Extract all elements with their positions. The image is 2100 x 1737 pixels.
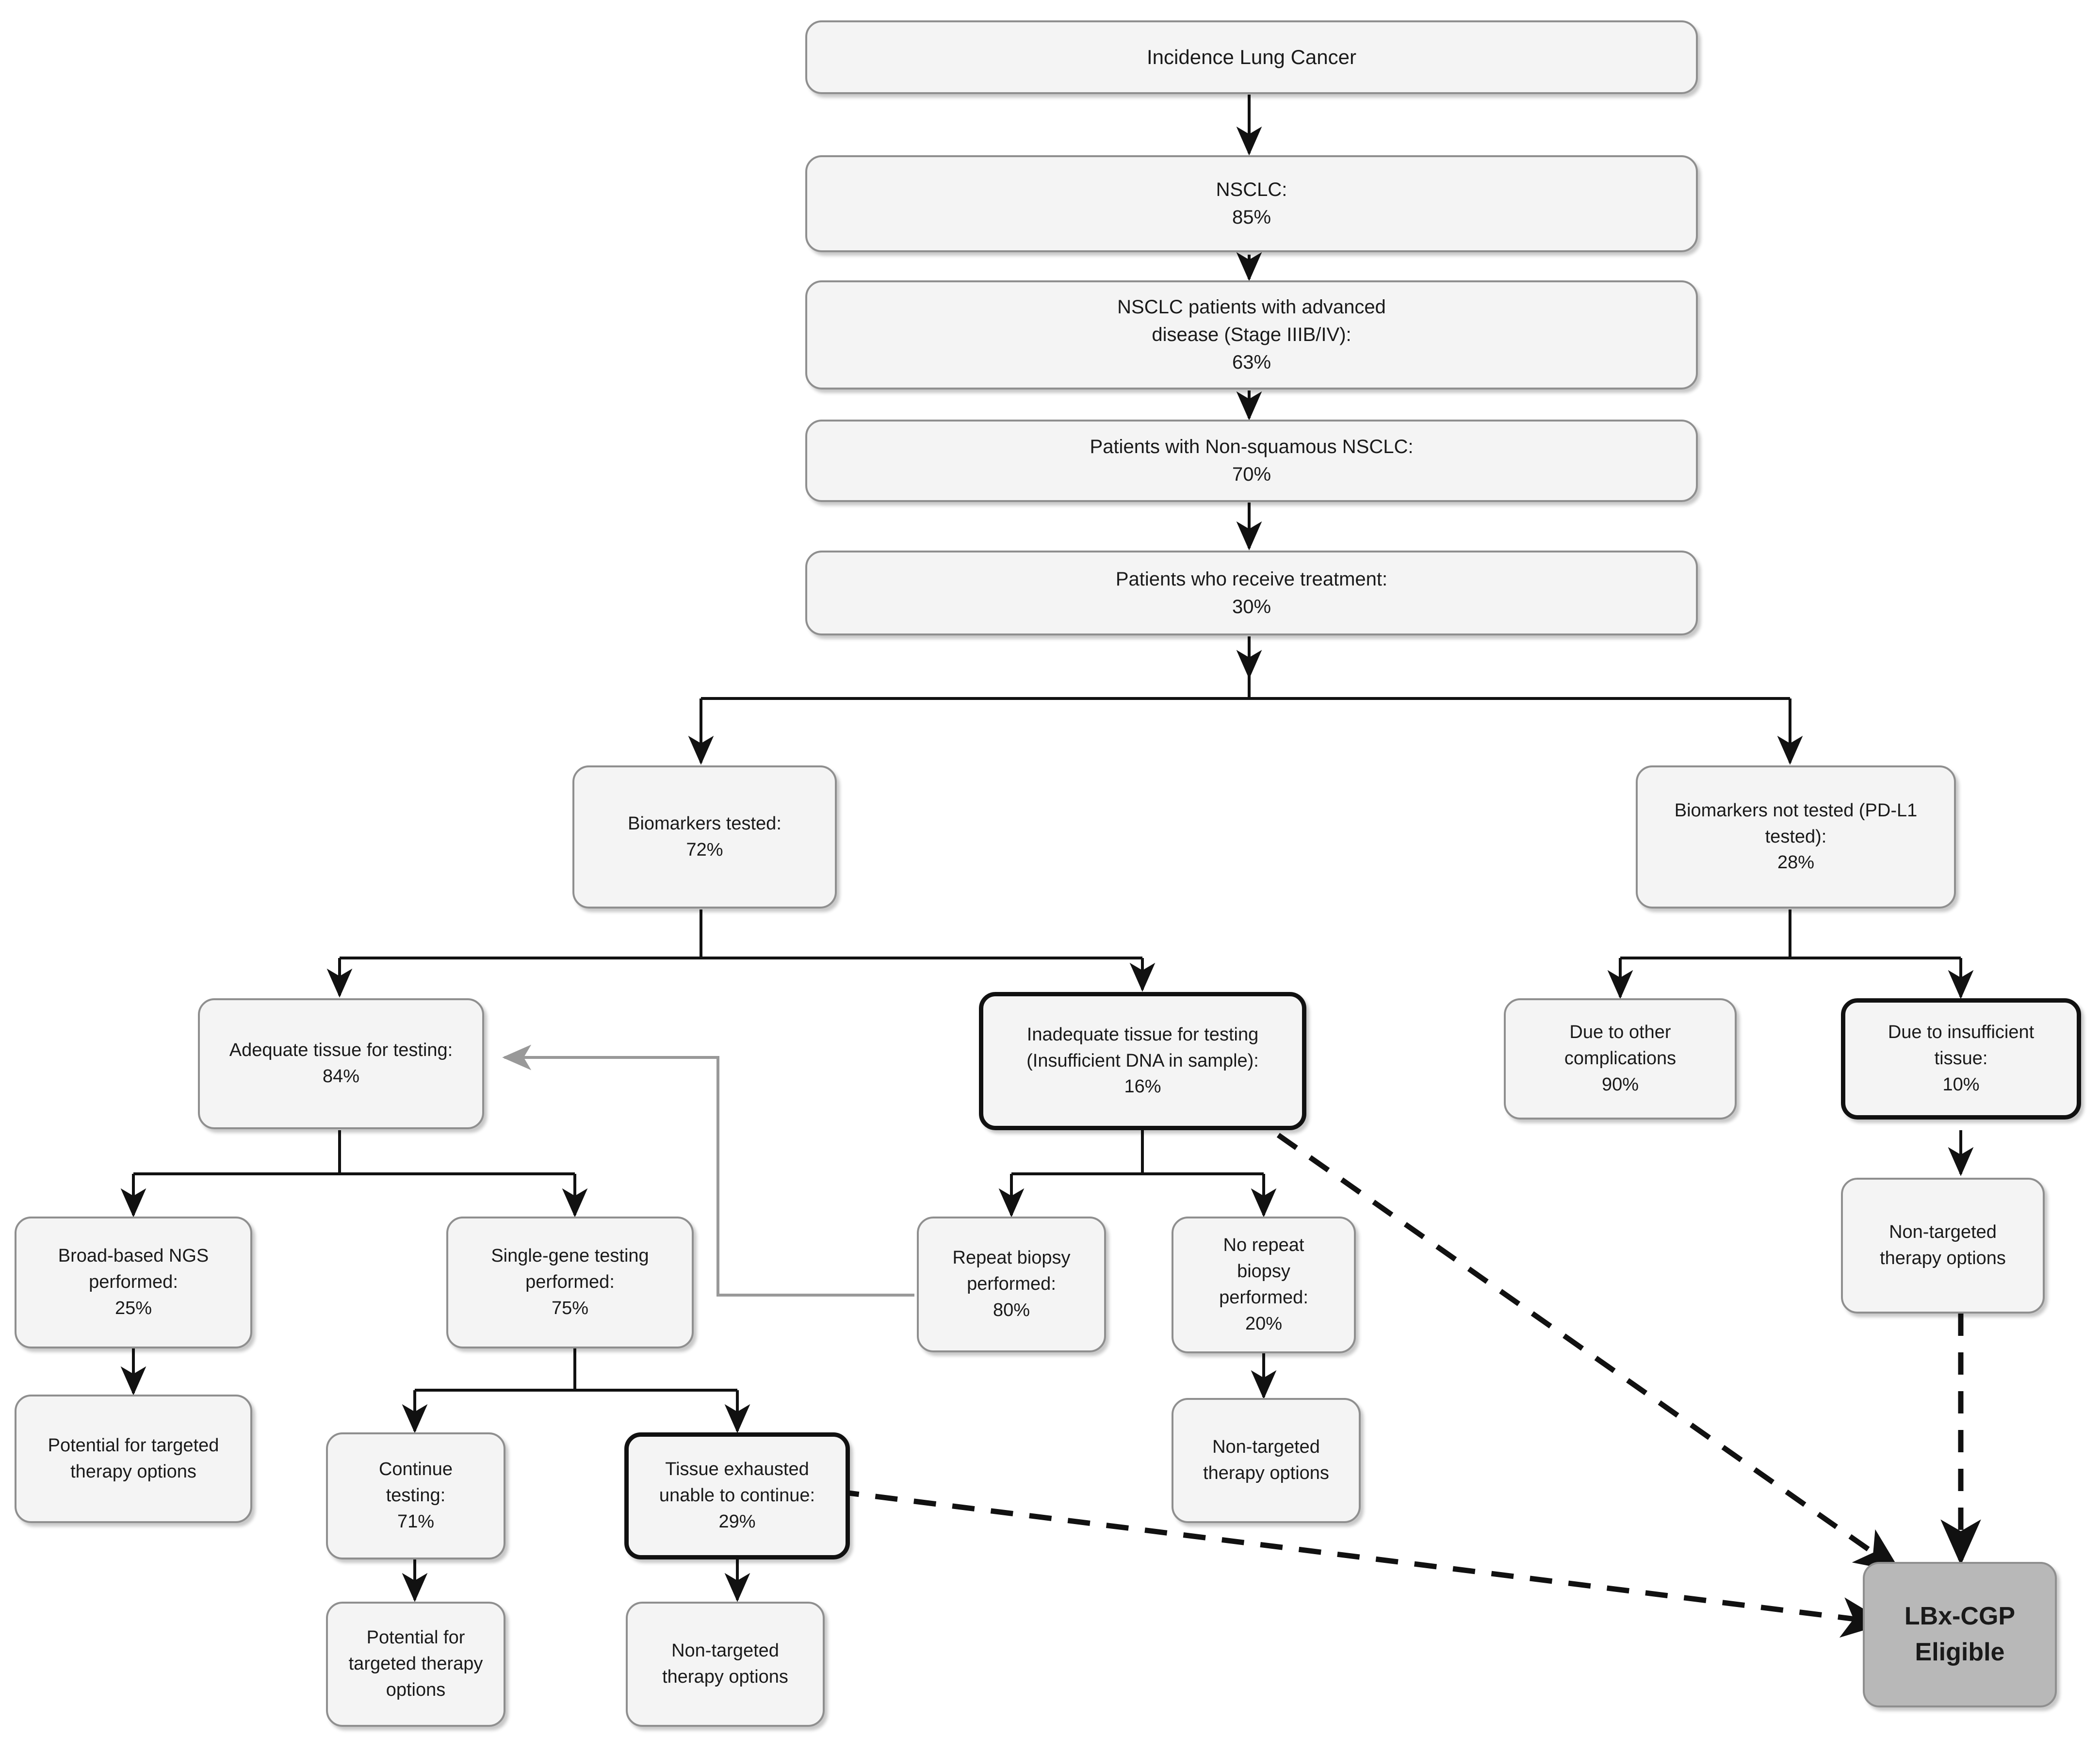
node-label: Tissue exhausted unable to continue: 29% [659, 1459, 815, 1532]
node-label: Continue testing: 71% [378, 1459, 453, 1532]
node-label: Adequate tissue for testing: 84% [229, 1040, 453, 1087]
node-label: NSCLC patients with advanced disease (St… [1117, 296, 1386, 373]
node-lbx-cgp-eligible[interactable]: LBx-CGP Eligible [1863, 1562, 2057, 1707]
node-label: Inadequate tissue for testing (Insuffici… [1026, 1024, 1259, 1097]
node-label: Biomarkers tested: 72% [628, 813, 781, 860]
split-biomarkers-not-tested [1607, 909, 1974, 999]
node-label: Potential for targeted therapy options [48, 1435, 219, 1482]
node-label: Patients who receive treatment: 30% [1115, 568, 1388, 617]
node-biomarkers-not-tested[interactable]: Biomarkers not tested (PD-L1 tested): 28… [1636, 765, 1956, 909]
node-continue-testing[interactable]: Continue testing: 71% [326, 1432, 505, 1559]
node-receive-treatment[interactable]: Patients who receive treatment: 30% [805, 551, 1698, 635]
node-no-repeat-biopsy[interactable]: No repeat biopsy performed: 20% [1172, 1217, 1356, 1353]
node-exhausted-non-targeted[interactable]: Non-targeted therapy options [626, 1602, 825, 1727]
leaf-edges [120, 1130, 1974, 1602]
node-label: Incidence Lung Cancer [1147, 46, 1356, 69]
node-label: Repeat biopsy performed: 80% [952, 1248, 1071, 1320]
split-inadequate [998, 1130, 1277, 1218]
node-no-repeat-non-targeted[interactable]: Non-targeted therapy options [1172, 1398, 1361, 1523]
node-label: Single-gene testing performed: 75% [491, 1246, 649, 1318]
node-broad-based-ngs[interactable]: Broad-based NGS performed: 25% [15, 1217, 252, 1348]
node-continue-potential-targeted[interactable]: Potential for targeted therapy options [326, 1602, 505, 1727]
node-incidence-lung-cancer[interactable]: Incidence Lung Cancer [805, 20, 1698, 94]
node-label: Broad-based NGS performed: 25% [58, 1246, 209, 1318]
node-inadequate-tissue[interactable]: Inadequate tissue for testing (Insuffici… [979, 992, 1306, 1130]
node-tissue-exhausted[interactable]: Tissue exhausted unable to continue: 29% [624, 1432, 850, 1559]
feedback-edge [502, 1044, 914, 1297]
split-single-gene [402, 1348, 750, 1433]
node-single-gene-testing[interactable]: Single-gene testing performed: 75% [446, 1217, 694, 1348]
node-nsclc-advanced[interactable]: NSCLC patients with advanced disease (St… [805, 280, 1698, 390]
split-treatment [688, 636, 1803, 765]
node-label: Non-targeted therapy options [1203, 1437, 1329, 1483]
node-label: Non-targeted therapy options [662, 1640, 788, 1687]
node-label: LBx-CGP Eligible [1904, 1602, 2016, 1666]
node-label: No repeat biopsy performed: 20% [1219, 1235, 1308, 1334]
node-adequate-tissue[interactable]: Adequate tissue for testing: 84% [198, 998, 484, 1129]
node-label: Biomarkers not tested (PD-L1 tested): 28… [1674, 800, 1918, 873]
split-adequate [120, 1130, 588, 1218]
node-label: Due to other complications 90% [1564, 1022, 1677, 1095]
node-label: Patients with Non-squamous NSCLC: 70% [1090, 436, 1414, 485]
node-label: Due to insufficient tissue: 10% [1888, 1022, 2035, 1095]
node-insufficient-non-targeted[interactable]: Non-targeted therapy options [1841, 1178, 2045, 1314]
node-due-to-other-complications[interactable]: Due to other complications 90% [1504, 998, 1737, 1120]
node-label: Non-targeted therapy options [1880, 1222, 2006, 1268]
node-label: NSCLC: 85% [1216, 179, 1287, 228]
split-biomarkers-tested [326, 909, 1156, 998]
node-biomarkers-tested[interactable]: Biomarkers tested: 72% [572, 765, 837, 909]
node-ngs-potential-targeted[interactable]: Potential for targeted therapy options [15, 1395, 252, 1523]
node-non-squamous[interactable]: Patients with Non-squamous NSCLC: 70% [805, 420, 1698, 502]
node-nsclc[interactable]: NSCLC: 85% [805, 155, 1698, 252]
node-label: Potential for targeted therapy options [348, 1627, 483, 1700]
dashed-edges [836, 1133, 1981, 1638]
node-repeat-biopsy[interactable]: Repeat biopsy performed: 80% [917, 1217, 1106, 1352]
node-due-to-insufficient-tissue[interactable]: Due to insufficient tissue: 10% [1841, 998, 2081, 1120]
